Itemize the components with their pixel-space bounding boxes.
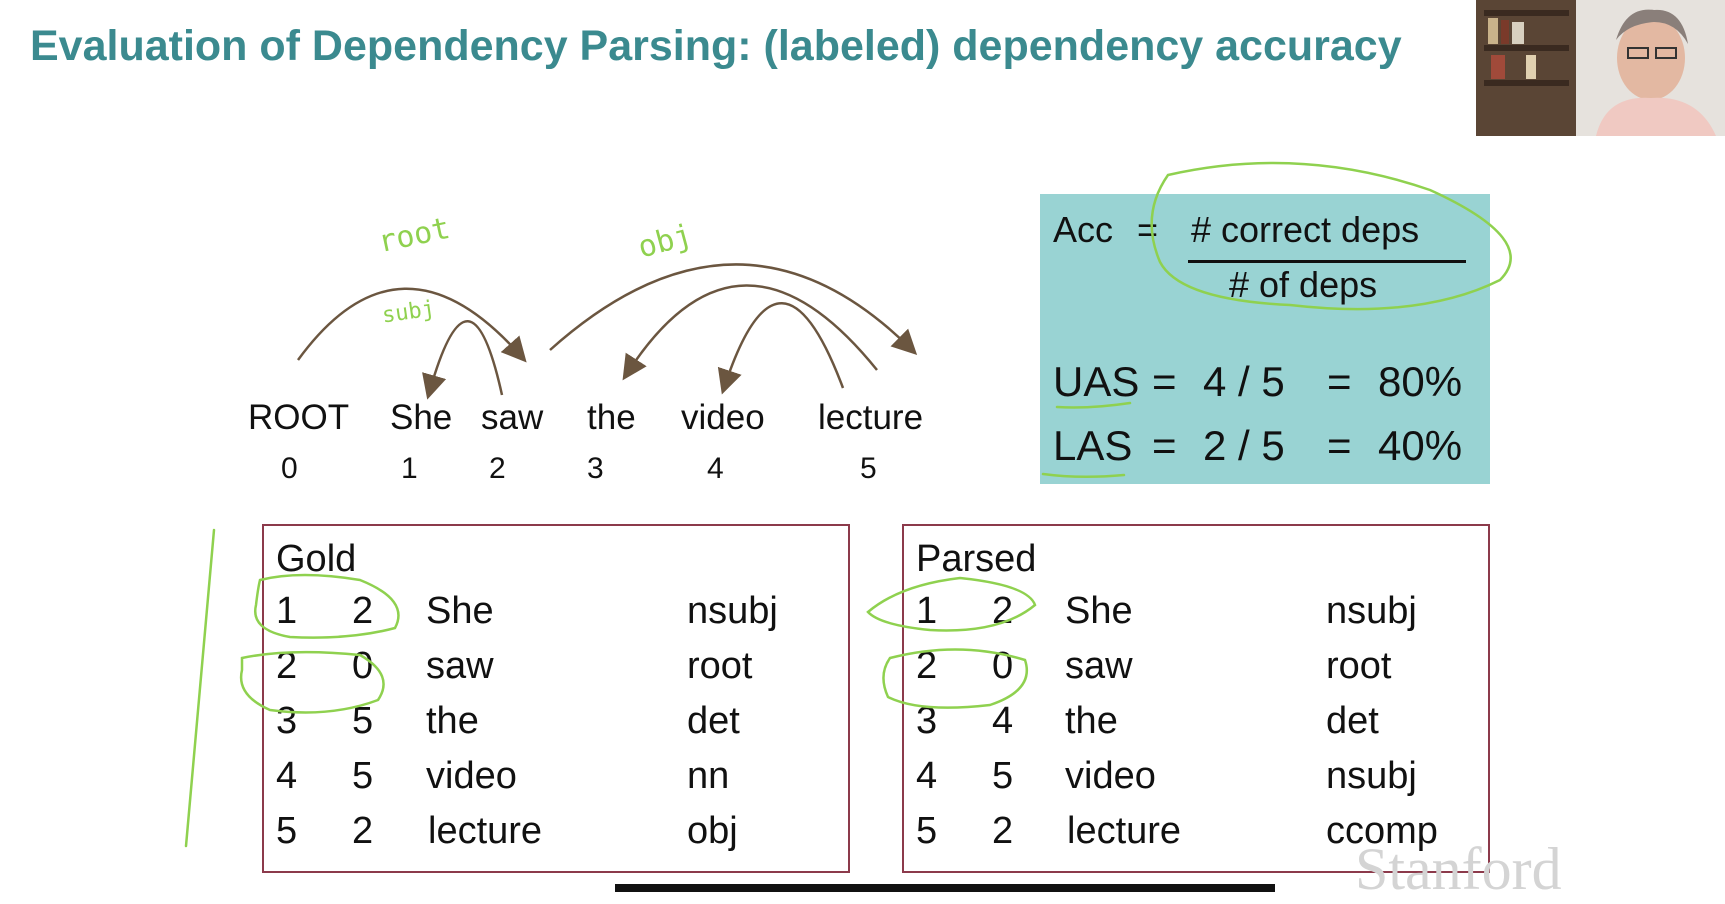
parsed-row-2-index: 2	[916, 645, 938, 687]
video-bottom-bar	[615, 884, 1275, 892]
gold-row-1-circle	[253, 573, 400, 639]
las-percent: 40%	[1378, 422, 1463, 469]
gold-row-4-word: video	[426, 755, 517, 797]
las-label: LAS	[1053, 422, 1133, 469]
fraction-bar	[1188, 260, 1466, 263]
parsed-row-4-label: nsubj	[1326, 755, 1417, 797]
token-she: She	[390, 398, 453, 437]
arc-saw-she	[422, 320, 504, 400]
arc-root-saw	[296, 287, 527, 363]
token-saw: saw	[481, 398, 544, 437]
parsed-row-3-label: det	[1326, 700, 1379, 742]
gold-row-3-word: the	[426, 700, 479, 742]
gold-row-5-index: 5	[276, 810, 298, 852]
gold-row-1-index: 1	[276, 590, 298, 632]
uas-equals: =	[1152, 358, 1177, 405]
formula-ellipse-annotation	[1150, 161, 1512, 311]
las-value: 2 / 5	[1203, 422, 1285, 469]
uas-percent: 80%	[1378, 358, 1463, 405]
arc-saw-lecture	[549, 263, 918, 356]
gold-row-5-label: obj	[687, 810, 738, 852]
parsed-row-1-circle	[866, 576, 1037, 632]
gold-row-2-label: root	[687, 645, 753, 687]
gold-row-4-label: nn	[687, 755, 730, 797]
stanford-watermark: Stanford	[1355, 836, 1562, 902]
gold-row-1-word: She	[426, 590, 494, 632]
gold-row-5-word: lecture	[428, 810, 543, 852]
parsed-row-2-word: saw	[1065, 645, 1133, 687]
token-index-1: 1	[401, 452, 418, 485]
parsed-row-4-head: 5	[992, 755, 1014, 797]
parsed-row-1-word: She	[1065, 590, 1133, 632]
uas-value: 4 / 5	[1203, 358, 1285, 405]
gold-row-5-head: 2	[352, 810, 374, 852]
gold-row-3-label: det	[687, 700, 740, 742]
token-index-2: 2	[489, 452, 506, 485]
gold-table	[262, 524, 850, 873]
uas-label: UAS	[1053, 358, 1140, 405]
parsed-row-3-head: 4	[992, 700, 1014, 742]
gold-row-2-index: 2	[276, 645, 298, 687]
parsed-row-2-label: root	[1326, 645, 1392, 687]
gold-row-1-label: nsubj	[687, 590, 778, 632]
gold-row-3-head: 5	[352, 700, 374, 742]
parsed-row-5-word: lecture	[1067, 810, 1182, 852]
token-index-5: 5	[860, 452, 877, 485]
parsed-row-1-label: nsubj	[1326, 590, 1417, 632]
token-index-4: 4	[707, 452, 724, 485]
las-equals-2: =	[1327, 422, 1352, 469]
gold-row-4-index: 4	[276, 755, 298, 797]
accuracy-formula-box	[1040, 194, 1490, 484]
parsed-row-4-word: video	[1065, 755, 1156, 797]
las-underline-annotation	[1041, 472, 1126, 479]
parsed-row-3-index: 3	[916, 700, 938, 742]
arc-lecture-the	[622, 284, 878, 381]
token-the: the	[587, 398, 636, 437]
token-root: ROOT	[248, 398, 350, 437]
presenter-image	[1476, 0, 1725, 136]
parsed-row-5-index: 5	[916, 810, 938, 852]
parsed-row-5-head: 2	[992, 810, 1014, 852]
las-equals: =	[1152, 422, 1177, 469]
uas-equals-2: =	[1327, 358, 1352, 405]
token-index-3: 3	[587, 452, 604, 485]
gold-row-1-head: 2	[352, 590, 374, 632]
parsed-row-2-circle	[882, 648, 1028, 709]
token-video: video	[681, 398, 765, 437]
token-index-0: 0	[281, 452, 298, 485]
slide-title: Evaluation of Dependency Parsing: (label…	[30, 22, 1402, 70]
gold-row-2-circle	[239, 650, 385, 714]
parsed-row-4-index: 4	[916, 755, 938, 797]
gold-table-title: Gold	[276, 538, 357, 580]
left-margin-line	[184, 528, 216, 848]
parsed-row-5-label: ccomp	[1326, 810, 1438, 852]
arc-lecture-video	[717, 302, 845, 395]
gold-row-4-head: 5	[352, 755, 374, 797]
webcam-video	[1476, 0, 1725, 136]
parsed-row-3-word: the	[1065, 700, 1118, 742]
gold-row-2-word: saw	[426, 645, 494, 687]
parsed-table-title: Parsed	[916, 538, 1037, 580]
token-lecture: lecture	[818, 398, 924, 437]
acc-label: Acc	[1053, 209, 1114, 250]
uas-underline-annotation	[1055, 401, 1132, 409]
formula-denominator: # of deps	[1229, 264, 1378, 305]
parsed-row-1-index: 1	[916, 590, 938, 632]
parsed-table	[902, 524, 1490, 873]
formula-numerator: # correct deps	[1191, 209, 1420, 250]
